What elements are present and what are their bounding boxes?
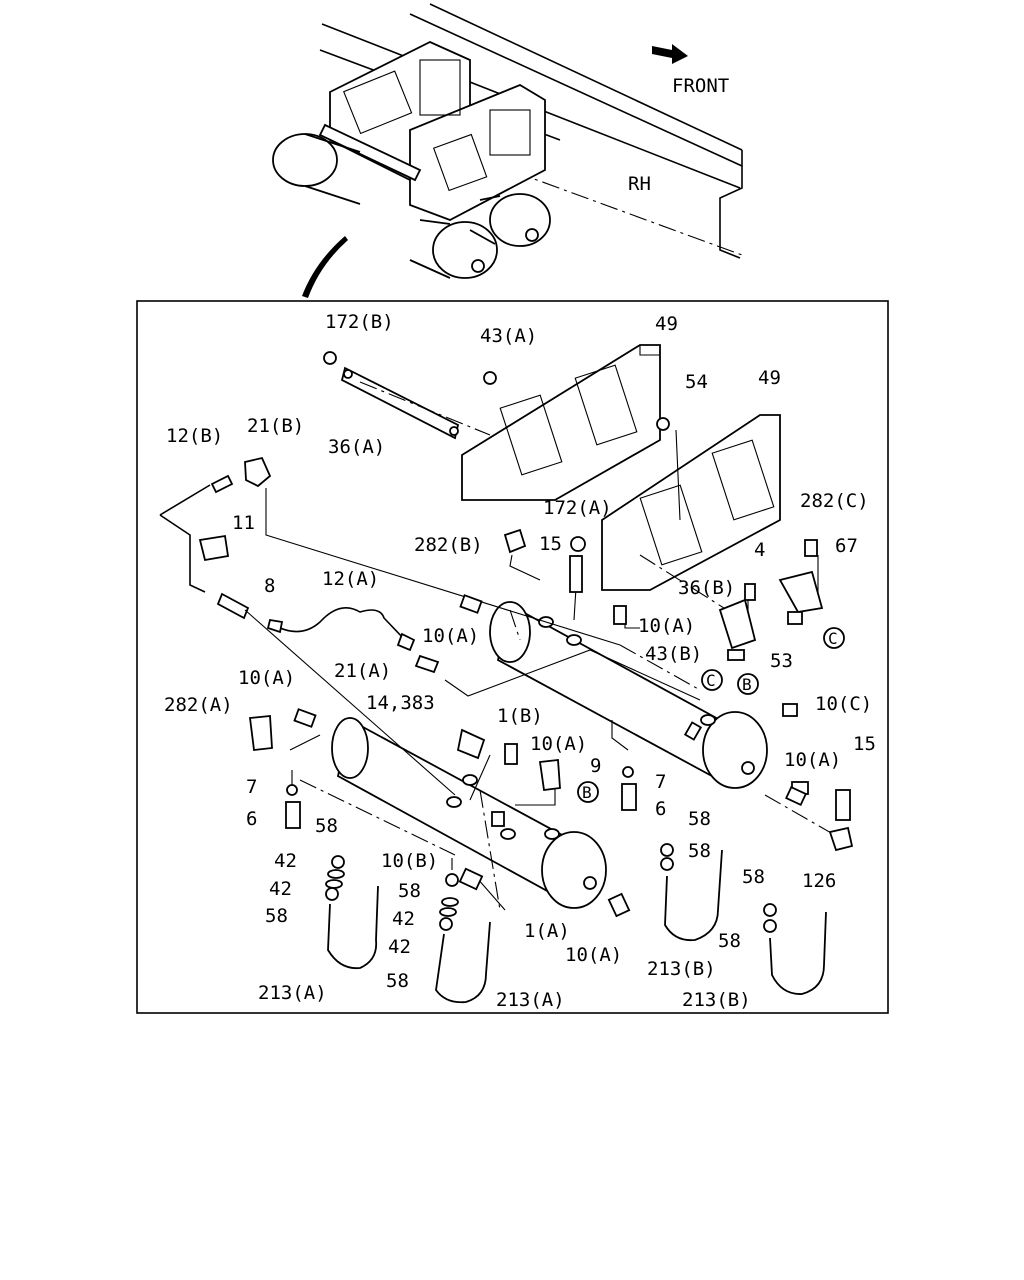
callout-10a-5: 10(A) <box>784 749 841 771</box>
callout-6-right: 6 <box>655 798 666 820</box>
callout-1b: 1(B) <box>497 705 543 727</box>
callout-213b-2: 213(B) <box>682 989 751 1011</box>
callout-10c: 10(C) <box>815 693 872 715</box>
callout-58-4: 58 <box>265 905 288 927</box>
callout-21b: 21(B) <box>247 415 304 437</box>
callout-9: 9 <box>590 755 601 777</box>
callout-58-8: 58 <box>718 930 741 952</box>
callout-labels: 172(B) 43(A) 49 54 49 36(A) 12(B) 21(B) … <box>164 311 876 1011</box>
callout-49-right: 49 <box>758 367 781 389</box>
callout-43b: 43(B) <box>645 643 702 665</box>
callout-282c: 282(C) <box>800 490 869 512</box>
callout-4: 4 <box>754 539 765 561</box>
callout-54: 54 <box>685 371 708 393</box>
callout-58-2: 58 <box>688 808 711 830</box>
ref-mark-c-1-label: C <box>706 671 716 690</box>
ref-mark-b-1 <box>577 781 599 803</box>
detail-frame <box>136 300 889 1014</box>
callout-11: 11 <box>232 512 255 534</box>
callout-10a-4: 10(A) <box>530 733 587 755</box>
callout-12b: 12(B) <box>166 425 223 447</box>
callout-282b: 282(B) <box>414 534 483 556</box>
callout-172b: 172(B) <box>325 311 394 333</box>
callout-67: 67 <box>835 535 858 557</box>
callout-172a: 172(A) <box>543 497 612 519</box>
callout-43a: 43(A) <box>480 325 537 347</box>
callout-15-top: 15 <box>539 533 562 555</box>
callout-42-2: 42 <box>269 878 292 900</box>
callout-7-right: 7 <box>655 771 666 793</box>
callout-42-4: 42 <box>388 936 411 958</box>
callout-36a: 36(A) <box>328 436 385 458</box>
callout-12a: 12(A) <box>322 568 379 590</box>
callout-6-left: 6 <box>246 808 257 830</box>
callout-7-left: 7 <box>246 776 257 798</box>
callout-126: 126 <box>802 870 836 892</box>
front-label: FRONT <box>672 75 729 97</box>
callout-14-383: 14,383 <box>366 692 435 714</box>
ref-mark-c-2-label: C <box>828 629 838 648</box>
callout-58-6: 58 <box>386 970 409 992</box>
callout-53: 53 <box>770 650 793 672</box>
callout-36b: 36(B) <box>678 577 735 599</box>
callout-213a-1: 213(A) <box>258 982 327 1004</box>
callout-58-1: 58 <box>315 815 338 837</box>
callout-10b: 10(B) <box>381 850 438 872</box>
callout-10a-1: 10(A) <box>422 625 479 647</box>
callout-21a: 21(A) <box>334 660 391 682</box>
callout-49-left: 49 <box>655 313 678 335</box>
callout-10a-2: 10(A) <box>638 615 695 637</box>
callout-10a-3: 10(A) <box>238 667 295 689</box>
ref-mark-b-2-label: B <box>742 675 752 694</box>
callout-58-5: 58 <box>398 880 421 902</box>
callout-282a: 282(A) <box>164 694 233 716</box>
callout-42-3: 42 <box>392 908 415 930</box>
callout-213a-2: 213(A) <box>496 989 565 1011</box>
callout-58-7: 58 <box>742 866 765 888</box>
callout-42-1: 42 <box>274 850 297 872</box>
callout-8: 8 <box>264 575 275 597</box>
rh-label: RH <box>628 173 651 195</box>
callout-15-right: 15 <box>853 733 876 755</box>
ref-mark-c-2 <box>823 627 845 649</box>
ref-mark-b-2 <box>737 673 759 695</box>
ref-mark-c-1 <box>701 669 723 691</box>
detail-illustration: B B C C <box>159 344 854 1004</box>
overview-illustration: FRONT RH <box>272 3 743 298</box>
ref-mark-b-1-label: B <box>582 783 592 802</box>
callout-10a-6: 10(A) <box>565 944 622 966</box>
callout-213b-1: 213(B) <box>647 958 716 980</box>
front-arrow-icon <box>652 44 688 64</box>
callout-58-3: 58 <box>688 840 711 862</box>
callout-1a: 1(A) <box>524 920 570 942</box>
